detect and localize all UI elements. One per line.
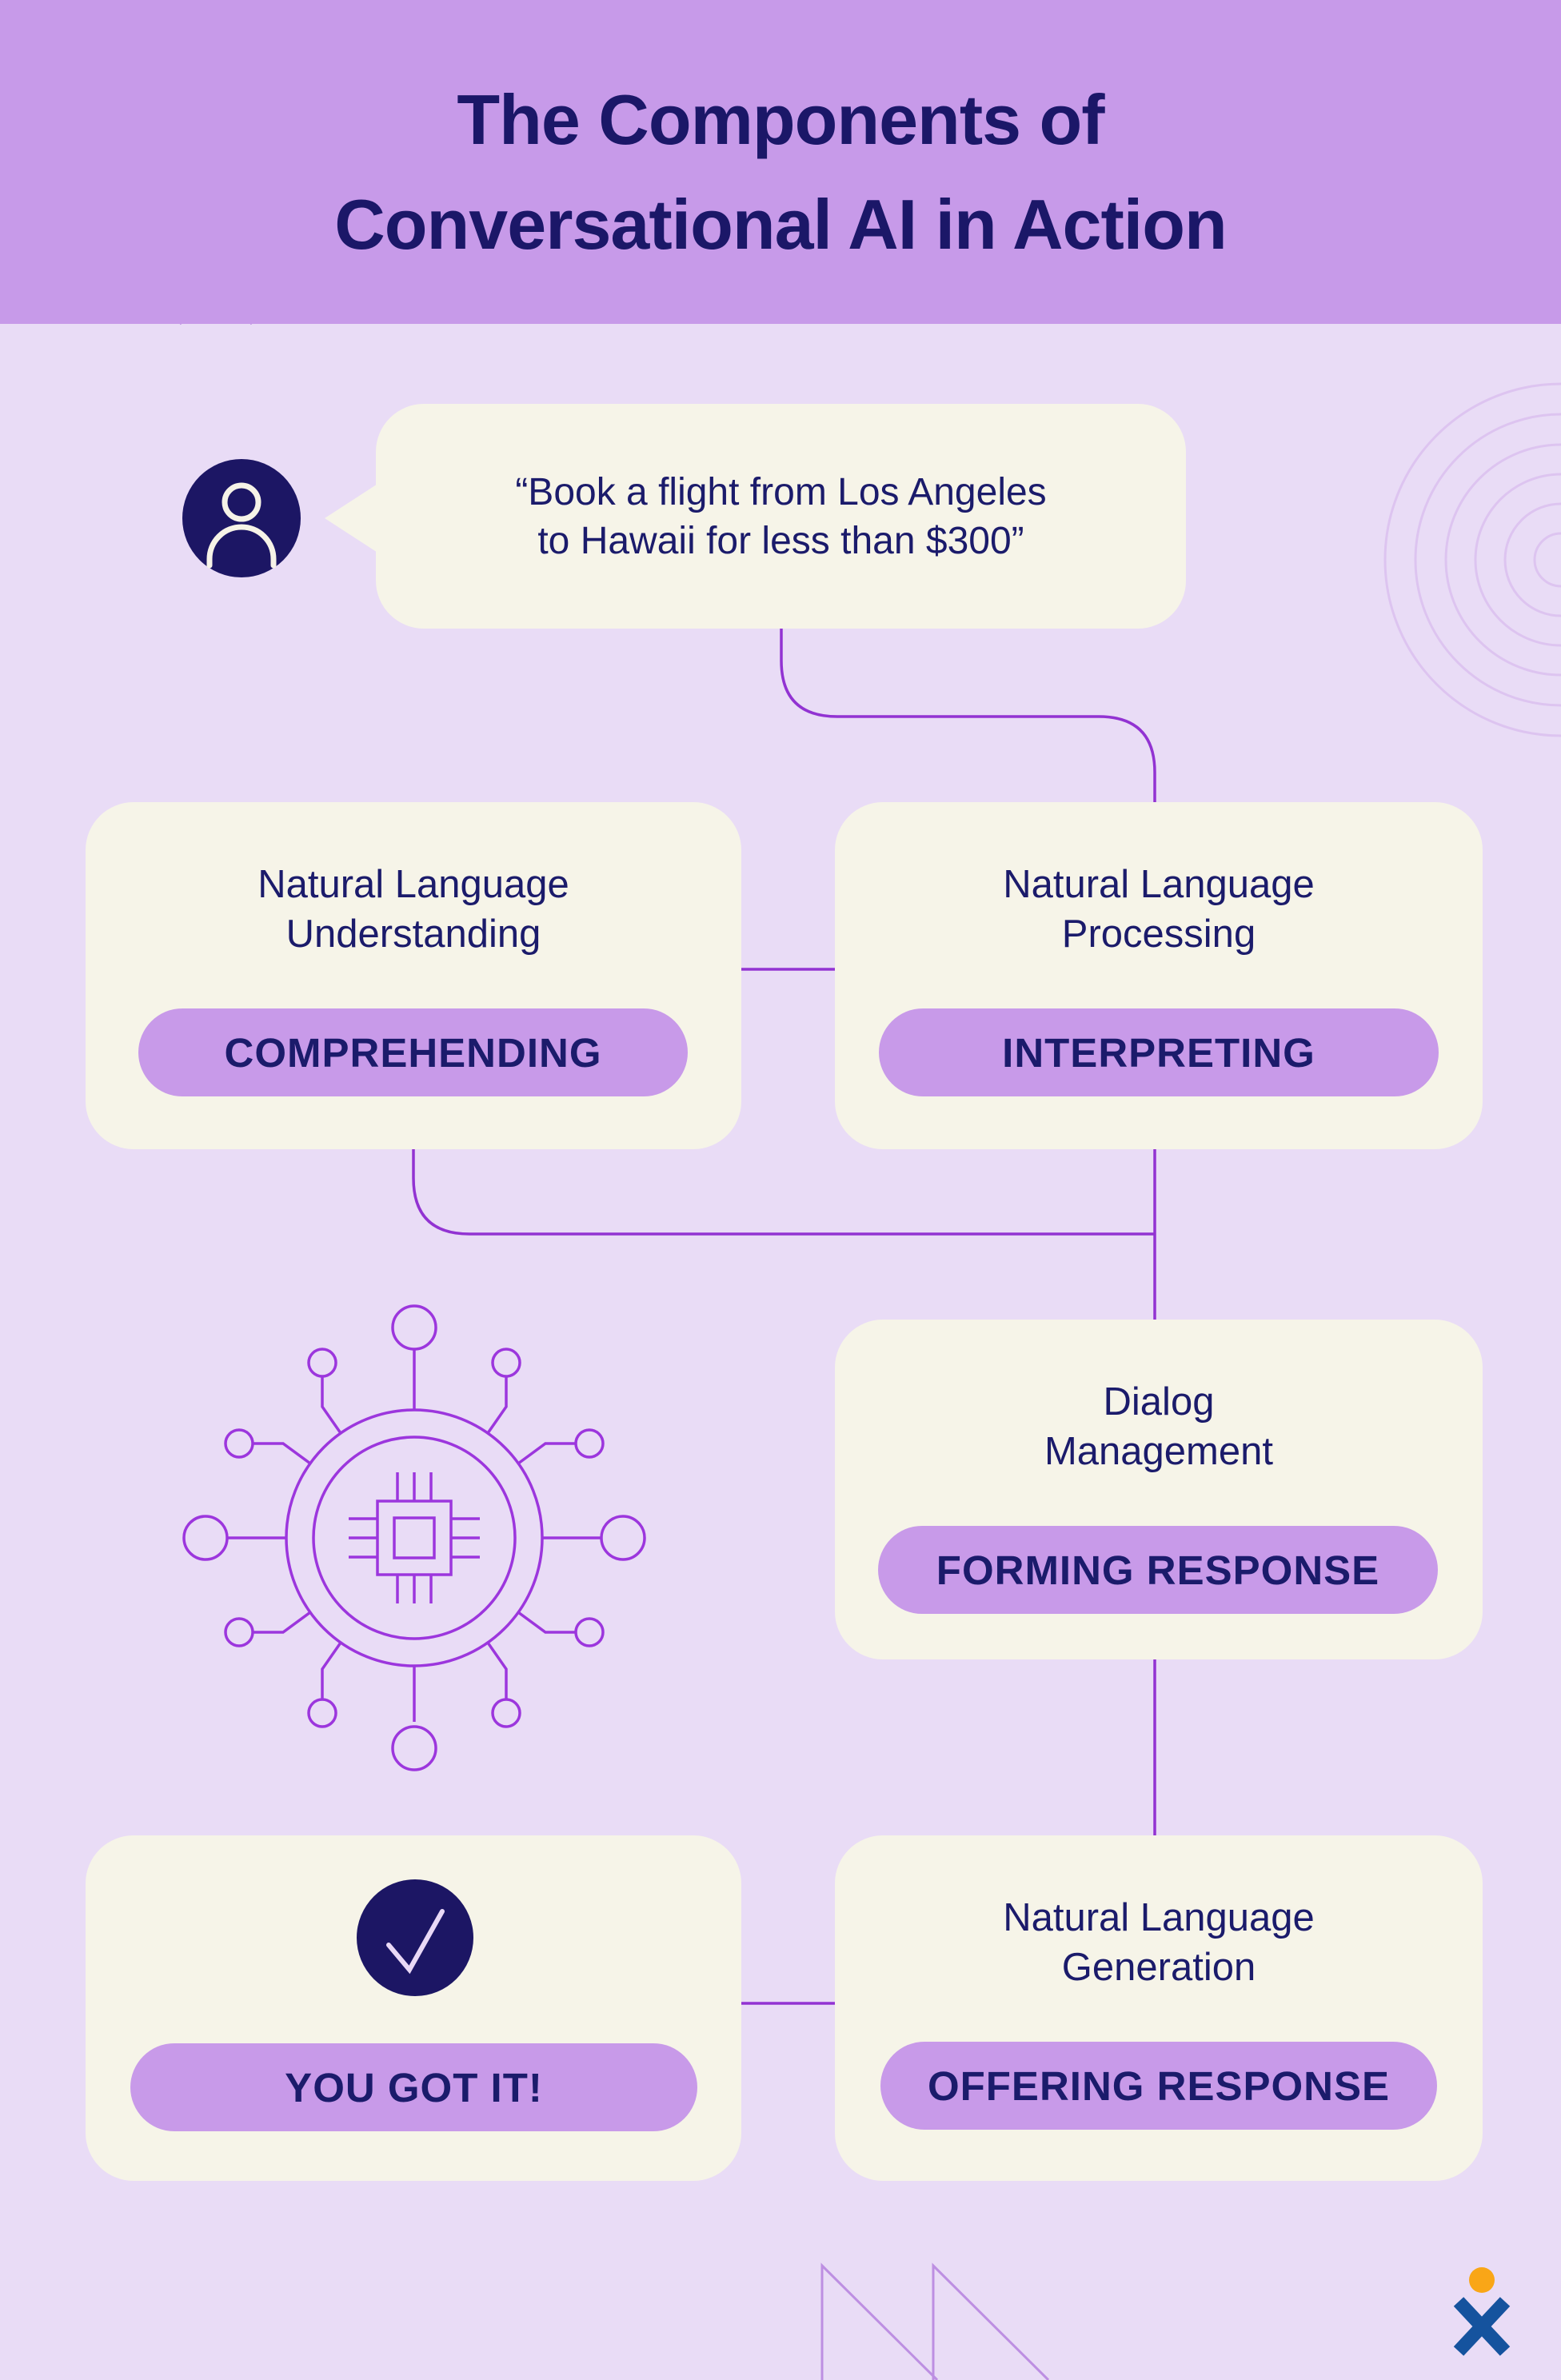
card-dm-title-line1: Dialog	[1103, 1380, 1215, 1424]
user-request-line2: to Hawaii for less than $300”	[537, 519, 1024, 562]
connector-nlu-bottom-elbow	[412, 1149, 1155, 1236]
card-nlp-title-line1: Natural Language	[1003, 863, 1315, 906]
card-dialog-management: Dialog Management FORMING RESPONSE	[835, 1320, 1483, 1659]
card-nlg-title: Natural Language Generation	[835, 1893, 1483, 1992]
card-nlg-title-line1: Natural Language	[1003, 1896, 1315, 1939]
pill-interpreting: INTERPRETING	[879, 1008, 1439, 1096]
card-nlu-title-line1: Natural Language	[258, 863, 569, 906]
card-nlu-title: Natural Language Understanding	[86, 860, 741, 959]
avatar-circle	[182, 459, 301, 577]
logo-orange-dot	[1469, 2267, 1495, 2293]
card-you-got-it: YOU GOT IT!	[86, 1835, 741, 2181]
pill-you-got-it: YOU GOT IT!	[130, 2043, 697, 2131]
card-dm-title: Dialog Management	[835, 1377, 1483, 1476]
page-title-line2: Conversational AI in Action	[334, 185, 1228, 264]
header-band	[0, 0, 1561, 324]
card-natural-language-generation: Natural Language Generation OFFERING RES…	[835, 1835, 1483, 2181]
speech-bubble-tail	[325, 482, 379, 554]
card-nlu-title-line2: Understanding	[285, 912, 541, 956]
card-nlg-title-line2: Generation	[1061, 1946, 1256, 1989]
brand-x-logo	[1453, 2267, 1511, 2356]
pill-offering-response: OFFERING RESPONSE	[880, 2042, 1437, 2130]
concentric-circles-right-decoration	[1383, 382, 1561, 737]
card-natural-language-understanding: Natural Language Understanding COMPREHEN…	[86, 802, 741, 1149]
card-natural-language-processing: Natural Language Processing INTERPRETING	[835, 802, 1483, 1149]
card-nlp-title: Natural Language Processing	[835, 860, 1483, 959]
user-request-speech-bubble: “Book a flight from Los Angeles to Hawai…	[376, 404, 1186, 629]
user-request-text: “Book a flight from Los Angeles to Hawai…	[515, 468, 1046, 565]
card-nlp-title-line2: Processing	[1061, 912, 1256, 956]
card-dm-title-line2: Management	[1044, 1430, 1273, 1473]
user-avatar	[182, 459, 301, 577]
page-title-line1: The Components of	[457, 80, 1104, 159]
connector-bubble-to-nlp	[780, 628, 1156, 802]
pill-forming-response: FORMING RESPONSE	[878, 1526, 1438, 1614]
pill-comprehending: COMPREHENDING	[138, 1008, 688, 1096]
user-icon	[206, 482, 277, 569]
chip-network-icon	[182, 1304, 646, 1771]
user-request-line1: “Book a flight from Los Angeles	[515, 470, 1047, 513]
logo-x-glyph	[1453, 2297, 1511, 2356]
sawtooth-triangles-bottom-decoration	[820, 2262, 1050, 2380]
page-title: The Components of Conversational AI in A…	[0, 67, 1561, 277]
